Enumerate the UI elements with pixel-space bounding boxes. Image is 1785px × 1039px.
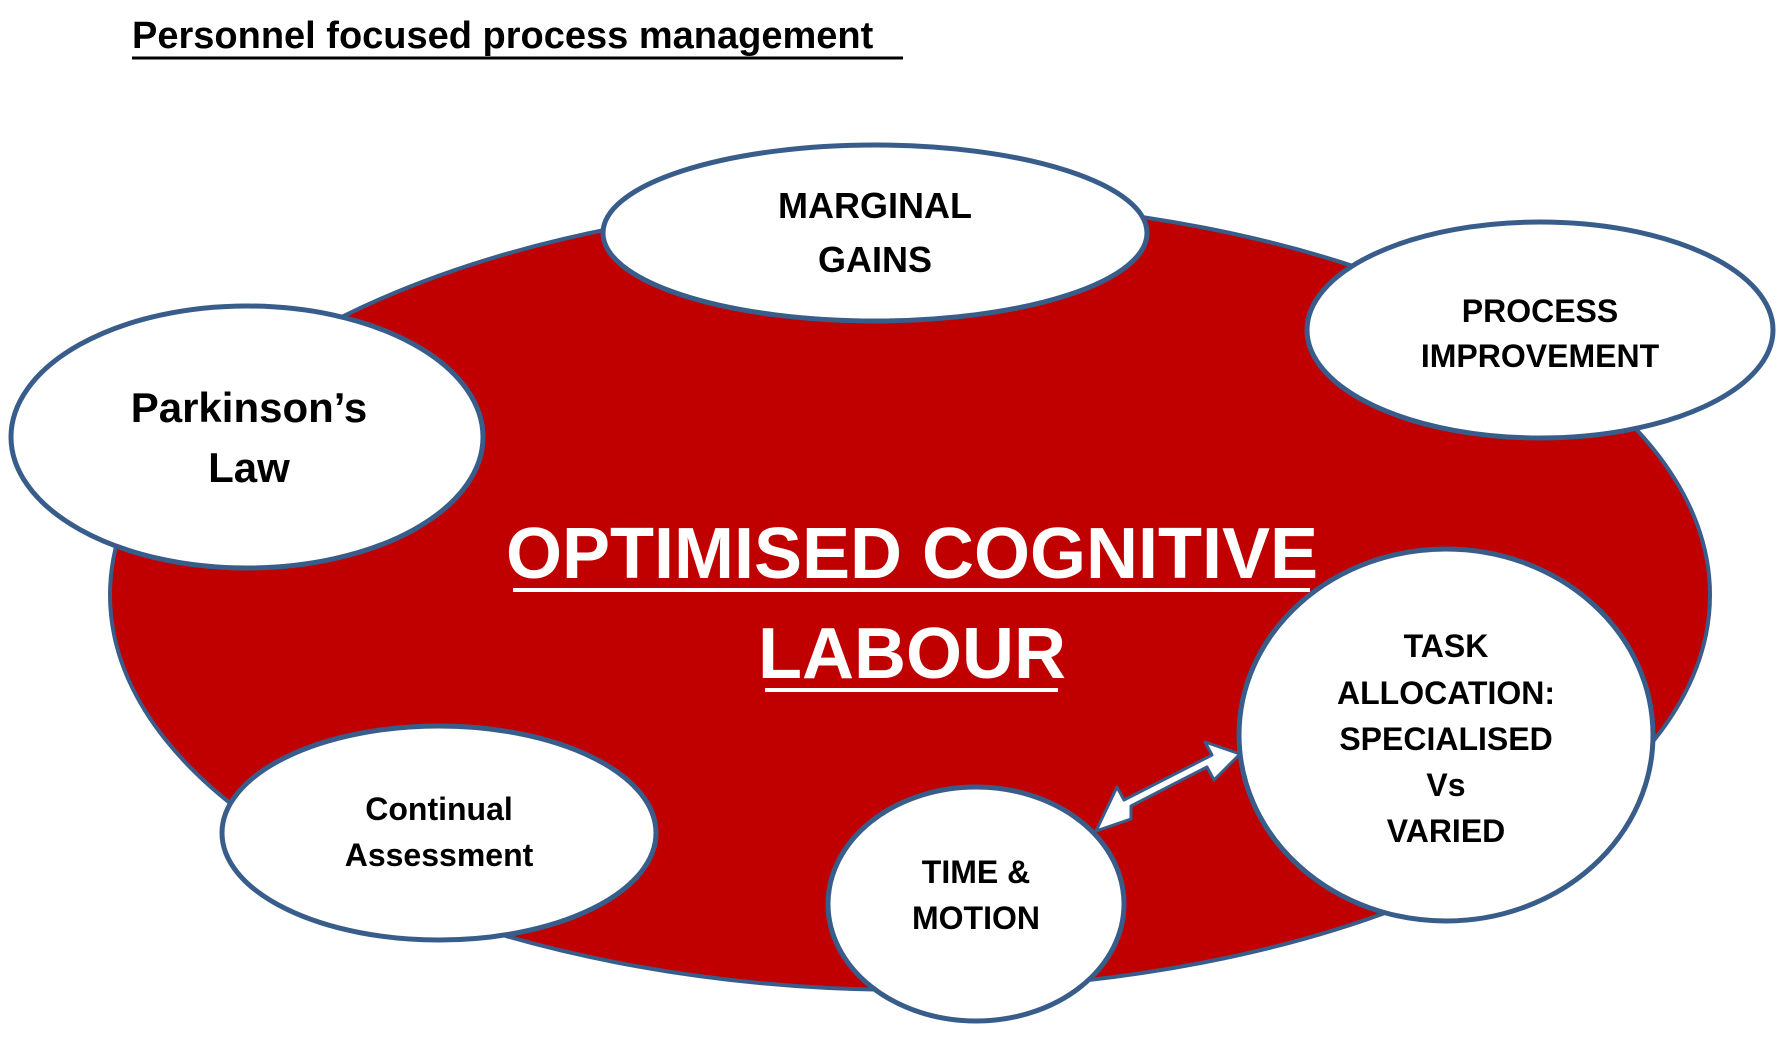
bubble-marginal-gains-line2: GAINS: [818, 239, 932, 280]
bubble-process-improvement-shape: [1304, 219, 1776, 441]
bubble-task-allocation-line5: VARIED: [1387, 813, 1506, 849]
diagram-title: Personnel focused process management: [132, 15, 903, 60]
bubble-task-allocation-line4: Vs: [1426, 767, 1465, 803]
diagram-title-text: Personnel focused process management: [132, 15, 874, 57]
bubble-parkinsons-law-line2: Law: [208, 444, 290, 491]
bubble-marginal-gains-shape: [600, 142, 1150, 324]
bubble-continual-assessment-line2: Assessment: [345, 837, 534, 873]
double-arrow-icon: [1094, 740, 1242, 833]
bubble-task-allocation-line2: ALLOCATION:: [1337, 675, 1555, 711]
bubble-continual-assessment: Continual Assessment: [219, 723, 659, 943]
double-arrow-connector: [1094, 740, 1242, 833]
bubble-time-motion-line2: MOTION: [912, 900, 1040, 936]
bubble-time-motion-shape: [825, 784, 1127, 1024]
bubble-time-motion-line1: TIME &: [922, 854, 1030, 890]
bubble-parkinsons-law-shape: [8, 303, 486, 571]
center-label: OPTIMISED COGNITIVE LABOUR: [506, 514, 1318, 694]
center-label-line2: LABOUR: [758, 614, 1066, 694]
bubble-task-allocation-line3: SPECIALISED: [1339, 721, 1552, 757]
center-label-line1: OPTIMISED COGNITIVE: [506, 514, 1318, 594]
bubble-continual-assessment-shape: [219, 723, 659, 943]
bubble-parkinsons-law-line1: Parkinson’s: [131, 384, 368, 431]
bubble-marginal-gains-line1: MARGINAL: [778, 185, 972, 226]
bubble-process-improvement-line1: PROCESS: [1462, 293, 1618, 329]
bubble-task-allocation-line1: TASK: [1404, 628, 1489, 664]
bubble-process-improvement: PROCESS IMPROVEMENT: [1304, 219, 1776, 441]
bubble-time-motion: TIME & MOTION: [825, 784, 1127, 1024]
bubble-task-allocation-shape: [1236, 546, 1656, 924]
bubble-process-improvement-line2: IMPROVEMENT: [1421, 338, 1660, 374]
bubble-marginal-gains: MARGINAL GAINS: [600, 142, 1150, 324]
bubble-parkinsons-law: Parkinson’s Law: [8, 303, 486, 571]
bubble-continual-assessment-line1: Continual: [365, 791, 513, 827]
bubble-task-allocation: TASK ALLOCATION: SPECIALISED Vs VARIED: [1236, 546, 1656, 924]
